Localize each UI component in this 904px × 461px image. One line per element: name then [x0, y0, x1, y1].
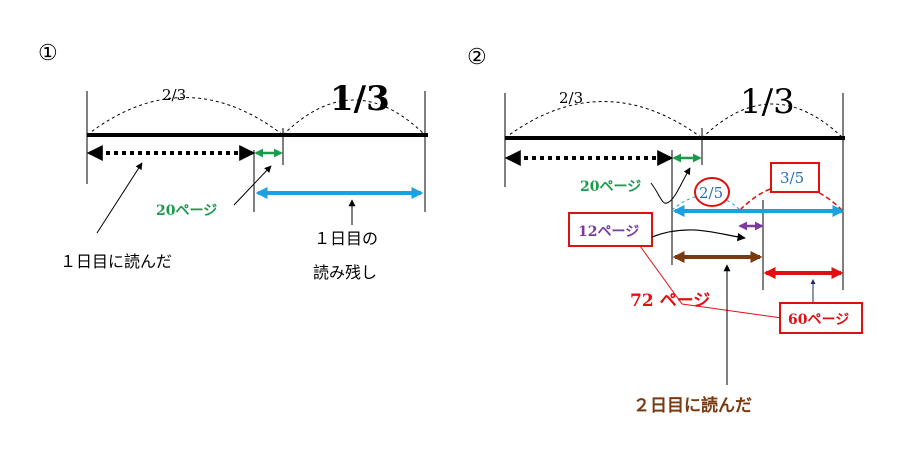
fraction-one-third-2: 1/3 [740, 82, 795, 122]
fraction-two-thirds-2: 2/3 [559, 89, 583, 107]
twelve-pages-box [568, 212, 653, 247]
three-fifths-box [770, 162, 820, 193]
fraction-two-thirds: 2/3 [162, 86, 186, 104]
remaining-label-line2: 読み残し [313, 263, 377, 282]
arc-two-thirds-2 [504, 101, 703, 139]
day2-read-label: ２日目に読んだ [633, 395, 752, 416]
panel-1: ① 2/3 1/3 20ページ １日目に読んだ １日目の 読み残し [38, 41, 428, 282]
leader-twelve-pages [651, 229, 746, 242]
total-72-pages-label: 72 ページ [630, 291, 710, 311]
fraction-three-fifths: 3/5 [780, 169, 804, 187]
panel-1-number: ① [38, 41, 58, 66]
remaining-label-line1: １日目の [314, 229, 378, 248]
leader-twenty-pages [233, 165, 272, 206]
fraction-one-third: 1/3 [330, 79, 390, 119]
day1-read-label: １日目に読んだ [60, 252, 172, 271]
sixty-pages-label: 60ページ [788, 312, 849, 328]
twenty-pages-label: 20ページ [156, 203, 217, 219]
fraction-two-fifths: 2/5 [699, 184, 723, 202]
arc-one-third [282, 99, 426, 136]
twelve-pages-label: 12ページ [578, 224, 639, 240]
twenty-pages-label-2: 20ページ [580, 179, 641, 195]
panel-2-number: ② [467, 45, 487, 70]
panel-2: ② 2/3 1/3 20ページ 2/5 3/5 [467, 45, 863, 416]
line-72-to-60 [681, 303, 783, 319]
leader-day1 [96, 162, 143, 234]
sixty-pages-box [779, 302, 863, 334]
arc-one-third-2 [701, 103, 844, 139]
leader-twenty-pages-2 [650, 167, 691, 204]
line-72-to-12 [639, 245, 683, 305]
